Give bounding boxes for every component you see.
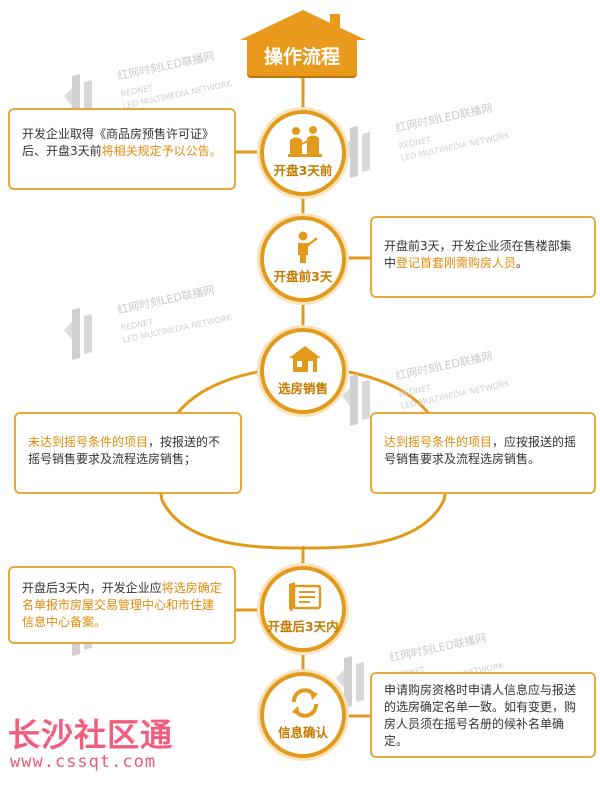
note-text: 开盘前3天，开发企业须在售楼部集中: [384, 239, 572, 270]
note-step1: 开发企业取得《商品房预售许可证》后、开盘3天前将相关规定予以公告。: [8, 108, 236, 190]
note-text-tail: 。: [516, 256, 529, 270]
page-title: 操作流程: [247, 38, 357, 76]
title-roof: [240, 10, 366, 40]
presenter-audience-icon: [288, 126, 322, 157]
note-text: 开发企业取得《商品房预售许可证》后、开盘3天前: [22, 127, 215, 158]
note-highlight: 未达到摇号条件的项目: [28, 435, 149, 449]
note-highlight: 将选房确定名单报市房屋交易管理中心和市住建信息中心备案。: [22, 581, 222, 629]
note-highlight: 登记首套刚需购房人员: [396, 256, 517, 270]
note-step2: 开盘前3天，开发企业须在售楼部集中登记首套刚需购房人员。: [370, 216, 596, 298]
step-node-2: 开盘前3天: [260, 216, 346, 302]
step-node-5: 信息确认: [260, 672, 346, 758]
step-label-2: 开盘前3天: [273, 269, 333, 284]
step-label-5: 信息确认: [277, 725, 328, 740]
note-highlight: 将相关规定予以公告。: [101, 144, 222, 158]
note-text: 开盘后3天内，开发企业应: [22, 581, 162, 595]
house-icon: [289, 346, 321, 372]
note-text: ，应按报送的摇号销售要求及流程选房销售。: [384, 435, 577, 466]
step-label-3: 选房销售: [277, 381, 328, 396]
note-step4: 开盘后3天内，开发企业应将选房确定名单报市房屋交易管理中心和市住建信息中心备案。: [8, 566, 236, 644]
title-chimney: [330, 14, 340, 30]
document-pen-icon: [289, 582, 322, 612]
step-label-1: 开盘3天前: [273, 163, 333, 178]
note-step3-right: 达到摇号条件的项目，应按报送的摇号销售要求及流程选房销售。: [370, 412, 596, 494]
note-step3-left: 未达到摇号条件的项目，按报送的不摇号销售要求及流程选房销售；: [14, 412, 242, 494]
note-text: 申请购房资格时申请人信息应与报送的选房确定名单一致。如有变更，购房人员须在摇号名…: [384, 683, 577, 748]
note-step5: 申请购房资格时申请人信息应与报送的选房确定名单一致。如有变更，购房人员须在摇号名…: [370, 672, 596, 758]
brand-name: 长沙社区通: [8, 716, 174, 754]
step-node-3: 选房销售: [260, 328, 346, 414]
step-node-1: 开盘3天前: [260, 110, 346, 196]
refresh-arrows-icon: [292, 688, 318, 718]
step-node-4: 开盘后3天内: [260, 566, 346, 652]
step-label-4: 开盘后3天内: [267, 619, 339, 634]
note-highlight: 达到摇号条件的项目: [384, 435, 493, 449]
brand-site: www.cssqt.com: [10, 752, 157, 772]
note-text: ，按报送的不摇号销售要求及流程选房销售；: [28, 435, 221, 466]
person-pointing-icon: [298, 231, 318, 263]
